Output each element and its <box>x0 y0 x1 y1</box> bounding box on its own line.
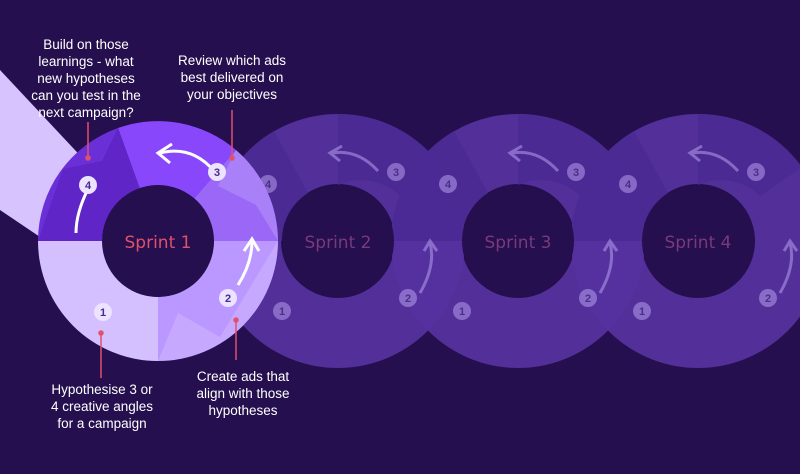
step-badge-2: 2 <box>219 289 237 307</box>
svg-text:1: 1 <box>279 306 285 318</box>
svg-text:1: 1 <box>100 307 106 319</box>
callout-leaders <box>85 110 239 378</box>
svg-text:3: 3 <box>393 167 399 179</box>
svg-text:3: 3 <box>753 167 759 179</box>
callout-step-3: Review which ads best delivered on your … <box>177 53 287 102</box>
svg-text:2: 2 <box>225 293 231 305</box>
sprint-2-center <box>282 185 394 297</box>
svg-text:2: 2 <box>765 293 771 305</box>
sprint-3-decor <box>439 144 619 320</box>
step-badge-3: 3 <box>208 163 226 181</box>
svg-text:4: 4 <box>265 179 272 191</box>
sprint-2-label: Sprint 2 <box>305 233 372 253</box>
callout-step-1: Hypothesise 3 or 4 creative angles for a… <box>50 382 154 431</box>
svg-text:1: 1 <box>459 306 465 318</box>
step-badge-4: 4 <box>79 176 97 194</box>
svg-text:4: 4 <box>85 180 92 192</box>
sprint-4-decor <box>619 144 799 320</box>
arrow-2-to-3-icon <box>236 240 254 286</box>
svg-text:4: 4 <box>625 179 632 191</box>
svg-text:2: 2 <box>585 293 591 305</box>
callout-step-4: Build on those learnings - what new hypo… <box>31 37 141 120</box>
callout-step-2: Create ads that align with those hypothe… <box>196 369 290 418</box>
sprint-4-ring <box>570 113 800 368</box>
sprint-1-label: Sprint 1 <box>125 233 192 253</box>
svg-text:1: 1 <box>639 306 645 318</box>
sprint-3-center <box>462 185 574 297</box>
step-badge-1: 1 <box>94 303 112 321</box>
svg-text:2: 2 <box>405 293 411 305</box>
svg-text:4: 4 <box>445 179 452 191</box>
sprint-2-decor <box>259 144 439 320</box>
svg-text:3: 3 <box>573 167 579 179</box>
svg-text:3: 3 <box>214 167 220 179</box>
sprint-4-center <box>642 185 754 297</box>
ghost-badges: 3 2 1 4 3 2 1 4 3 2 1 4 <box>265 167 771 318</box>
sprint-4-label: Sprint 4 <box>665 233 732 253</box>
sprint-3-label: Sprint 3 <box>485 233 552 253</box>
